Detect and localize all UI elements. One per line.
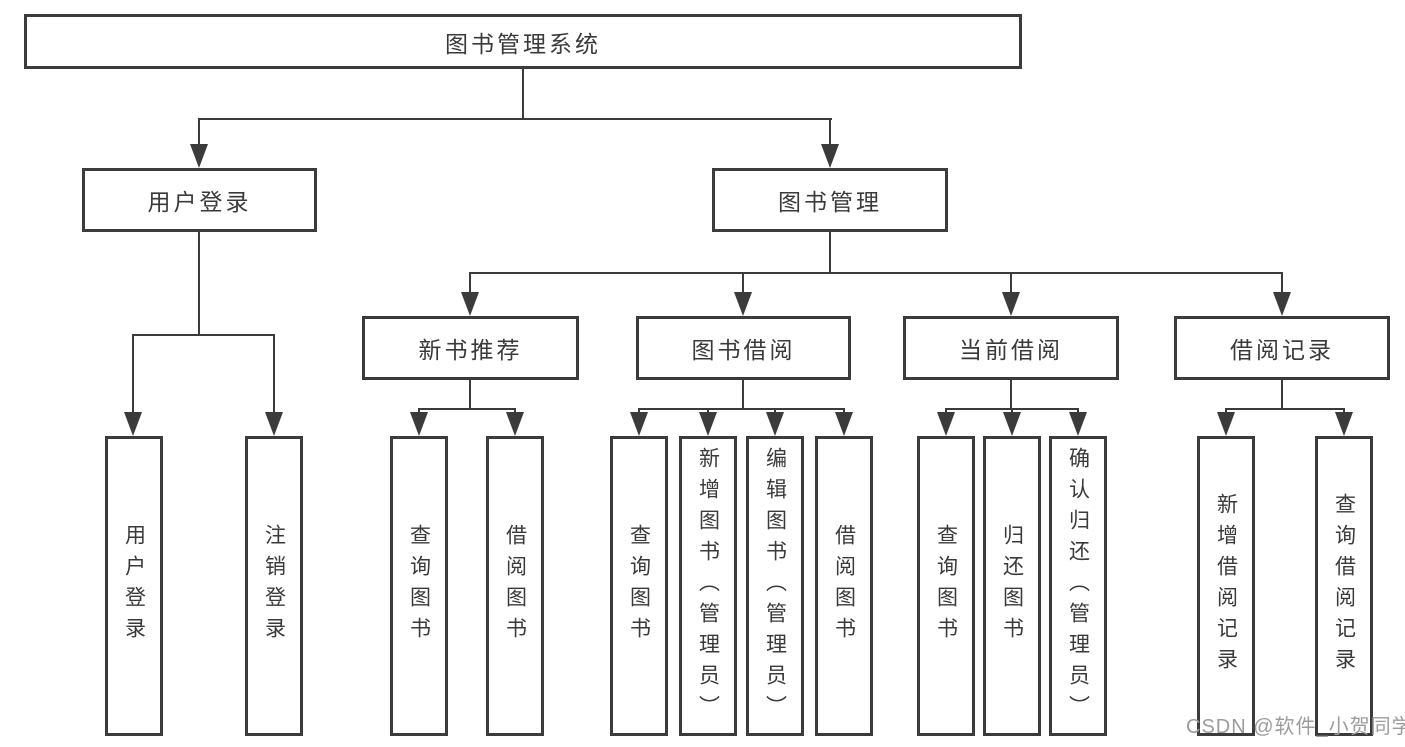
leaf-add-book-admin: 新增图书（管理员） [679, 436, 737, 736]
arrow-down-icon [1273, 292, 1291, 316]
node-user-login: 用户登录 [82, 168, 317, 232]
connector-root-stem-left [198, 118, 200, 148]
connector-userlogin-vline [198, 232, 200, 336]
connector-bookmgmt-stem-2 [742, 272, 744, 294]
leaf-borrow-books-recommend: 借阅图书 [486, 436, 544, 736]
leaf-borrow-books: 借阅图书 [815, 436, 873, 736]
arrow-down-icon [410, 412, 428, 436]
connector-recommend-hline [419, 408, 516, 410]
node-label: 确认归还（管理员） [1066, 446, 1090, 726]
arrow-down-icon [1335, 412, 1353, 436]
node-book-borrow: 图书借阅 [636, 316, 851, 380]
node-library-management-system: 图书管理系统 [24, 14, 1022, 69]
connector-userlogin-stem-right [273, 334, 275, 416]
arrow-down-icon [124, 412, 142, 436]
node-label: 用户登录 [122, 524, 146, 648]
arrow-down-icon [699, 412, 717, 436]
arrow-down-icon [821, 144, 839, 168]
connector-borrow-hline [639, 408, 845, 410]
connector-records-vline [1281, 380, 1283, 410]
node-label: 查询图书 [407, 524, 431, 648]
arrow-down-icon [1217, 412, 1235, 436]
arrow-down-icon [265, 412, 283, 436]
node-label: 当前借阅 [959, 337, 1063, 363]
connector-root-vline [522, 69, 524, 120]
node-label: 查询借阅记录 [1332, 493, 1356, 679]
leaf-query-books-borrow: 查询图书 [610, 436, 668, 736]
node-label: 借阅图书 [503, 524, 527, 648]
node-label: 查询图书 [627, 524, 651, 648]
node-label: 新增图书（管理员） [696, 446, 720, 726]
node-book-management: 图书管理 [712, 168, 948, 232]
node-new-book-recommend: 新书推荐 [362, 316, 579, 380]
leaf-query-books-current: 查询图书 [917, 436, 975, 736]
arrow-down-icon [630, 412, 648, 436]
leaf-add-borrow-record: 新增借阅记录 [1197, 436, 1255, 736]
arrow-down-icon [766, 412, 784, 436]
leaf-query-books-recommend: 查询图书 [390, 436, 448, 736]
arrow-down-icon [506, 412, 524, 436]
arrow-down-icon [190, 144, 208, 168]
connector-bookmgmt-stem-1 [469, 272, 471, 294]
node-label: 借阅记录 [1230, 337, 1334, 363]
node-label: 编辑图书（管理员） [763, 446, 787, 726]
connector-bookmgmt-vline [829, 232, 831, 274]
connector-bookmgmt-stem-3 [1010, 272, 1012, 294]
connector-root-hline [198, 118, 832, 120]
node-label: 用户登录 [147, 189, 252, 215]
connector-borrow-vline [742, 380, 744, 410]
node-label: 借阅图书 [832, 524, 856, 648]
node-label: 新书推荐 [418, 337, 523, 363]
node-label: 查询图书 [934, 524, 958, 648]
connector-bookmgmt-hline [470, 272, 1283, 274]
leaf-edit-book-admin: 编辑图书（管理员） [746, 436, 804, 736]
node-label: 图书管理 [778, 189, 882, 215]
arrow-down-icon [835, 412, 853, 436]
node-label: 注销登录 [262, 524, 286, 648]
arrow-down-icon [734, 292, 752, 316]
connector-userlogin-stem-left [132, 334, 134, 416]
connector-current-vline [1010, 380, 1012, 410]
node-current-borrow: 当前借阅 [903, 316, 1119, 380]
connector-records-hline [1226, 408, 1345, 410]
arrow-down-icon [461, 292, 479, 316]
arrow-down-icon [1069, 412, 1087, 436]
leaf-user-login: 用户登录 [105, 436, 163, 736]
leaf-query-borrow-record: 查询借阅记录 [1315, 436, 1373, 736]
node-label: 图书借阅 [691, 337, 796, 363]
arrow-down-icon [1003, 412, 1021, 436]
node-label: 归还图书 [1000, 524, 1024, 648]
node-label: 新增借阅记录 [1214, 493, 1238, 679]
node-label: 图书管理系统 [445, 30, 601, 57]
leaf-logout: 注销登录 [245, 436, 303, 736]
connector-recommend-vline [469, 380, 471, 410]
leaf-confirm-return-admin: 确认归还（管理员） [1049, 436, 1107, 736]
arrow-down-icon [1002, 292, 1020, 316]
arrow-down-icon [937, 412, 955, 436]
watermark-text: CSDN @软件_小贺同学 [1186, 716, 1405, 738]
node-borrow-records: 借阅记录 [1174, 316, 1390, 380]
connector-root-stem-right [829, 118, 831, 148]
connector-userlogin-hline [133, 334, 275, 336]
connector-bookmgmt-stem-4 [1281, 272, 1283, 294]
leaf-return-books: 归还图书 [983, 436, 1041, 736]
